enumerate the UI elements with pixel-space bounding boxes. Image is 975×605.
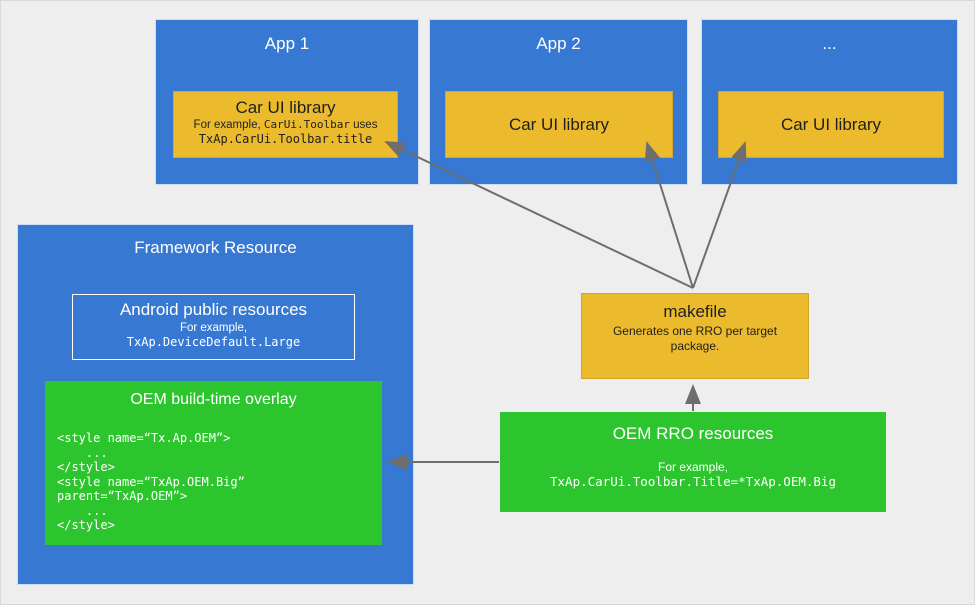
example-inline-code: CarUi.Toolbar — [263, 118, 350, 131]
app-2-title: App 2 — [536, 34, 581, 53]
android-public-resources-title: Android public resources — [119, 300, 308, 319]
android-public-resources-example-code: TxAp.DeviceDefault.Large — [126, 335, 301, 349]
app-ellipsis-car-ui-library-title: Car UI library — [780, 115, 882, 134]
oem-build-time-overlay-title: OEM build-time overlay — [130, 391, 297, 408]
makefile-box: makefile Generates one RRO per target pa… — [581, 293, 809, 379]
app-ellipsis-title: ... — [822, 34, 837, 53]
framework-resource-box: Framework Resource Android public resour… — [17, 224, 414, 585]
code-line: ... — [57, 445, 108, 460]
code-line: </style> — [57, 518, 115, 532]
code-line: ... — [57, 503, 108, 518]
app-1-library-example-code: TxAp.CarUi.Toolbar.title — [198, 132, 373, 146]
android-public-resources-box: Android public resources For example, Tx… — [72, 294, 355, 360]
code-line: <style name=“Tx.Ap.OEM”> — [57, 431, 231, 445]
oem-overlay-code-block: <style name=“Tx.Ap.OEM”> ... </style> <s… — [45, 431, 382, 533]
app-1-box: App 1 Car UI library For example, CarUi.… — [155, 19, 419, 185]
app-1-car-ui-library-title: Car UI library — [235, 98, 336, 117]
oem-rro-resources-title: OEM RRO resources — [612, 424, 774, 443]
app-2-car-ui-library-box: Car UI library — [445, 91, 673, 158]
app-1-library-example-line: For example, CarUi.Toolbar uses — [174, 118, 397, 132]
code-line: </style> — [57, 460, 115, 474]
oem-rro-resources-box: OEM RRO resources For example, TxAp.CarU… — [500, 412, 886, 512]
oem-rro-example-code: TxAp.CarUi.Toolbar.Title=*TxAp.OEM.Big — [550, 474, 836, 489]
app-ellipsis-car-ui-library-box: Car UI library — [718, 91, 944, 158]
app-ellipsis-box: ... Car UI library — [701, 19, 958, 185]
oem-build-time-overlay-box: OEM build-time overlay <style name=“Tx.A… — [45, 381, 382, 545]
android-public-resources-example-label: For example, — [179, 322, 248, 334]
example-suffix: uses — [349, 119, 378, 131]
app-1-title: App 1 — [264, 34, 310, 53]
oem-rro-example-label: For example, — [657, 460, 729, 474]
framework-resource-title: Framework Resource — [134, 238, 297, 257]
code-line: <style name=“TxAp.OEM.Big” — [57, 474, 245, 489]
app-1-car-ui-library-box: Car UI library For example, CarUi.Toolba… — [173, 91, 398, 158]
example-prefix: For example, — [193, 119, 264, 131]
app-2-box: App 2 Car UI library — [429, 19, 688, 185]
code-line: parent=“TxAp.OEM”> — [57, 489, 188, 503]
makefile-title: makefile — [663, 302, 727, 321]
makefile-description: Generates one RRO per target package. — [612, 324, 778, 353]
app-2-car-ui-library-title: Car UI library — [508, 115, 610, 134]
